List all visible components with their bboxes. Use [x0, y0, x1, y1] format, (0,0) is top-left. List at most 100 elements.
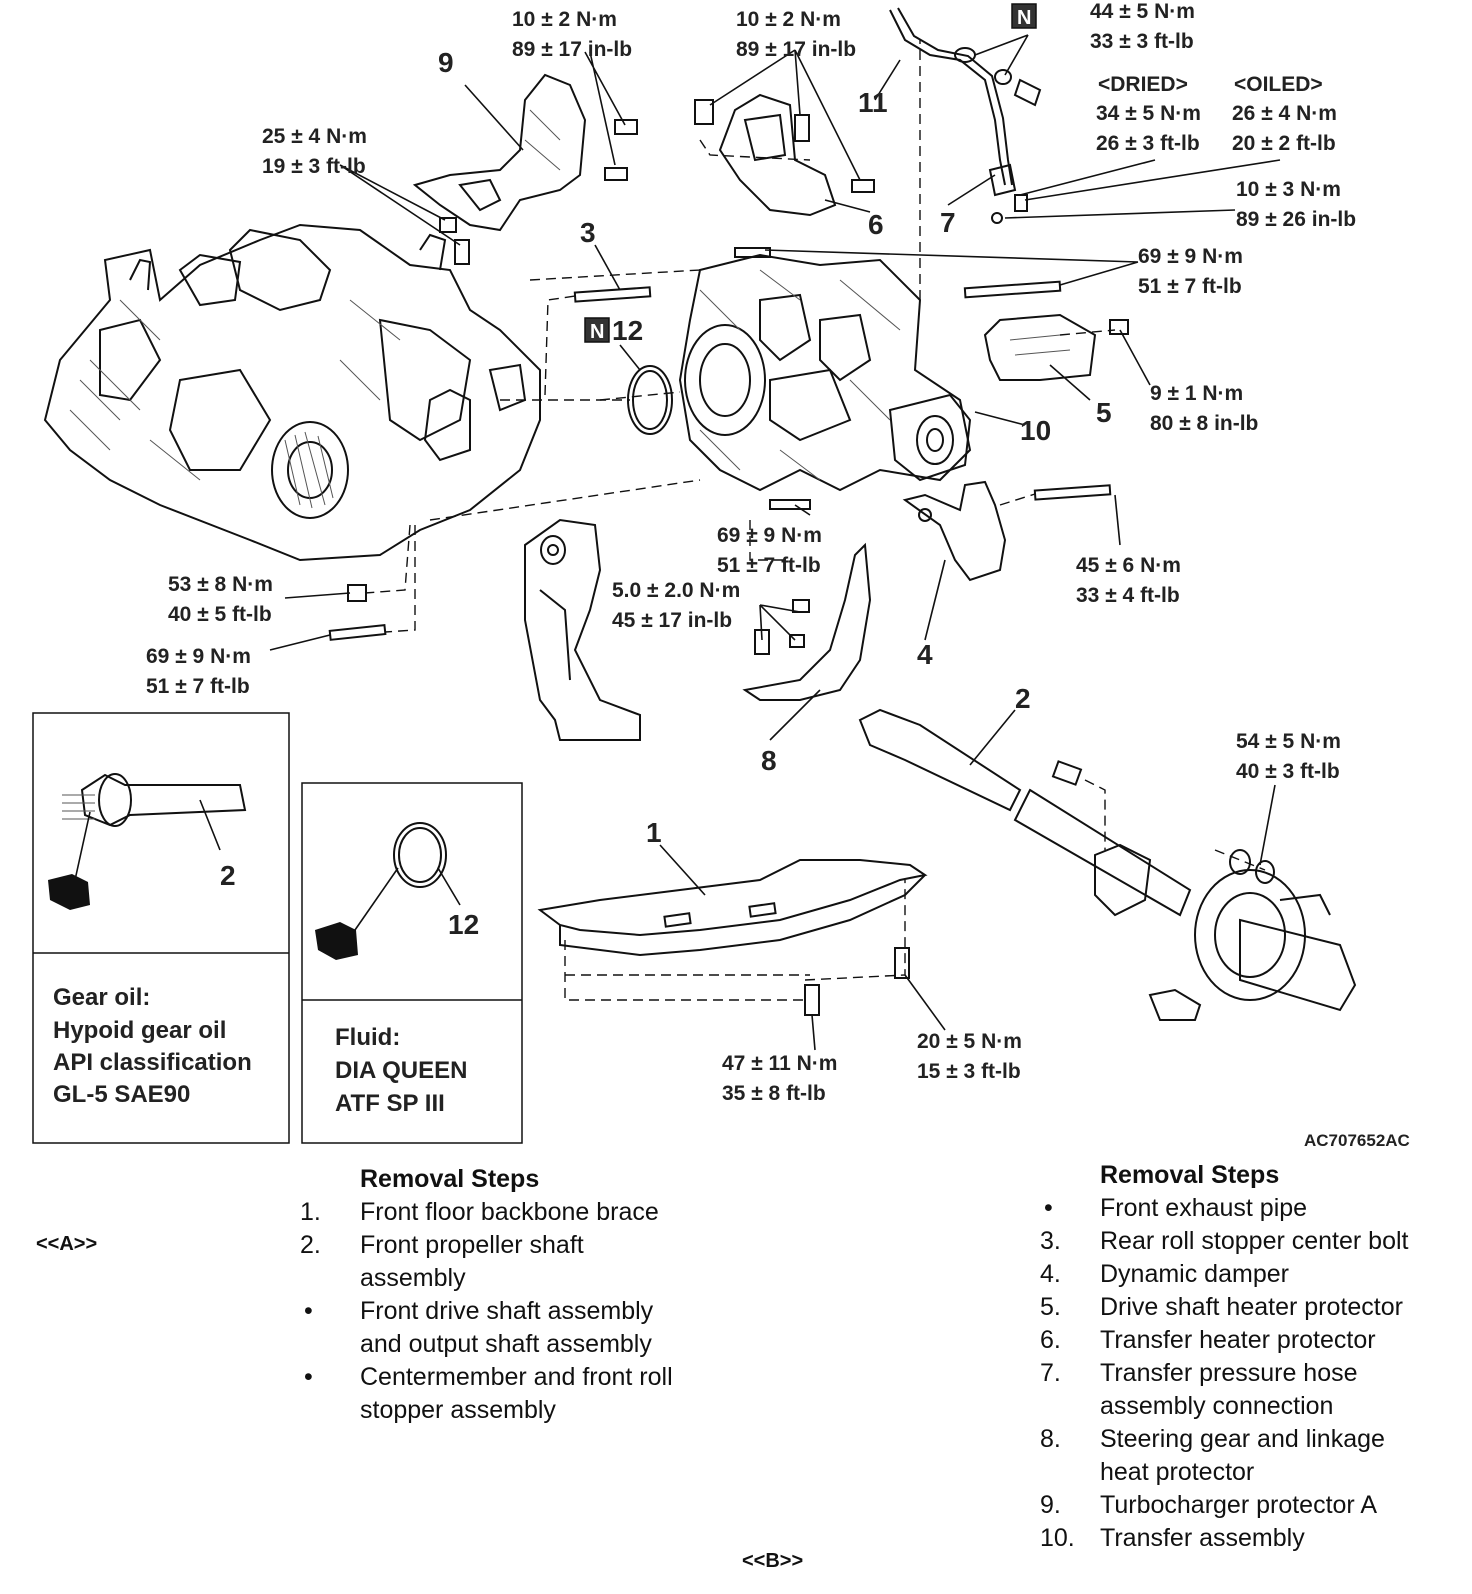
propeller-shaft-drawing	[858, 708, 1357, 1021]
torque-label: 53 ± 8 N·m	[168, 573, 273, 596]
callout-6: 6	[868, 209, 884, 240]
removal-steps-left: Removal Steps 1.Front floor backbone bra…	[300, 1163, 740, 1427]
torque-label: 15 ± 3 ft-lb	[917, 1060, 1021, 1083]
torque-label: 89 ± 26 in-lb	[1236, 208, 1356, 231]
step-item: •Front drive shaft assembly and output s…	[304, 1297, 654, 1358]
torque-label: 9 ± 1 N·m	[1150, 382, 1243, 405]
service-point-b-label: <<B>>	[742, 1550, 804, 1572]
torque-label: 35 ± 8 ft-lb	[722, 1082, 826, 1105]
steering-heat-protector-drawing	[742, 542, 872, 701]
torque-specs: 10 ± 2 N·m 89 ± 17 in-lb 10 ± 2 N·m 89 ±…	[146, 0, 1356, 1105]
figure-id: AC707652AC	[1304, 1131, 1410, 1150]
torque-label: 80 ± 8 in-lb	[1150, 412, 1258, 435]
torque-label: 20 ± 2 ft-lb	[1232, 132, 1336, 155]
torque-label: 5.0 ± 2.0 N·m	[612, 579, 740, 602]
n-mark-label: N	[590, 321, 604, 343]
assembly-lines	[364, 40, 1266, 1001]
oiled-heading: <OILED>	[1234, 73, 1323, 96]
torque-label: 69 ± 9 N·m	[717, 524, 822, 547]
new-part-mark: N	[1011, 3, 1037, 29]
removal-steps-title: Removal Steps	[1100, 1161, 1280, 1189]
callout-11: 11	[858, 87, 888, 118]
torque-label: 45 ± 17 in-lb	[612, 609, 732, 632]
turbocharger-protector-drawing	[412, 73, 587, 232]
step-item: 6.Transfer heater protector	[1040, 1326, 1376, 1354]
leader-lines	[269, 34, 1281, 1051]
fluid-inset: 12 Fluid: DIA QUEEN ATF SP III	[301, 782, 523, 1144]
torque-label: 40 ± 3 ft-lb	[1236, 760, 1340, 783]
service-point-b: <<B>>	[742, 1550, 803, 1573]
new-part-mark: N	[584, 317, 610, 343]
callout-8: 8	[761, 745, 777, 776]
step-item: 10.Transfer assembly	[1040, 1524, 1305, 1552]
step-item: 9.Turbocharger protector A	[1040, 1491, 1377, 1519]
callout-5: 5	[1096, 397, 1112, 428]
torque-label: 34 ± 5 N·m	[1096, 102, 1201, 125]
torque-label: 33 ± 4 ft-lb	[1076, 584, 1180, 607]
dynamic-damper-drawing	[902, 480, 1007, 582]
step-item: 5.Drive shaft heater protector	[1040, 1293, 1403, 1321]
torque-label: 51 ± 7 ft-lb	[1138, 275, 1242, 298]
callout-numbers: 9 3 11 6 7 12 5 10 4 8 2 1	[438, 47, 1112, 848]
torque-label: 10 ± 2 N·m	[736, 8, 841, 31]
torque-label: 69 ± 9 N·m	[146, 645, 251, 668]
n-mark-label: N	[1017, 7, 1031, 29]
callout-2: 2	[1015, 683, 1031, 714]
torque-label: 10 ± 3 N·m	[1236, 178, 1341, 201]
pressure-hose-drawing	[889, 7, 1042, 197]
removal-steps-title: Removal Steps	[360, 1165, 540, 1193]
fluid-line: DIA QUEEN	[335, 1057, 467, 1084]
callout-4: 4	[917, 639, 933, 670]
step-item: 1.Front floor backbone brace	[300, 1198, 659, 1226]
callout-1: 1	[646, 817, 662, 848]
fluid-line: ATF SP III	[335, 1090, 445, 1117]
torque-label: 47 ± 11 N·m	[722, 1052, 837, 1075]
transfer-assembly-drawing	[678, 253, 972, 492]
transaxle-drawing	[43, 223, 541, 562]
fluid-line: Fluid:	[335, 1024, 400, 1051]
torque-label: 10 ± 2 N·m	[512, 8, 617, 31]
torque-label: 51 ± 7 ft-lb	[146, 675, 250, 698]
gear-oil-line: API classification	[53, 1049, 252, 1076]
gear-oil-inset: 2 Gear oil: Hypoid gear oil API classifi…	[32, 712, 290, 1144]
torque-label: 54 ± 5 N·m	[1236, 730, 1341, 753]
callout-3: 3	[580, 217, 596, 248]
torque-label: 20 ± 5 N·m	[917, 1030, 1022, 1053]
torque-label: 89 ± 17 in-lb	[512, 38, 632, 61]
roll-stopper-bracket-drawing	[524, 518, 641, 741]
callout-9: 9	[438, 47, 454, 78]
step-item: 7.Transfer pressure hose assembly connec…	[1040, 1359, 1358, 1420]
step-item: 2.Front propeller shaft assembly	[300, 1231, 584, 1292]
o-ring-drawing	[627, 365, 673, 435]
torque-label: 19 ± 3 ft-lb	[262, 155, 366, 178]
torque-label: 69 ± 9 N·m	[1138, 245, 1243, 268]
step-item: 4.Dynamic damper	[1040, 1260, 1289, 1288]
gear-oil-line: Hypoid gear oil	[53, 1017, 226, 1044]
torque-label: 45 ± 6 N·m	[1076, 554, 1181, 577]
torque-label: 26 ± 3 ft-lb	[1096, 132, 1200, 155]
step-item: 8.Steering gear and linkage heat protect…	[1040, 1425, 1385, 1486]
dried-heading: <DRIED>	[1098, 73, 1188, 96]
callout-10: 10	[1020, 415, 1051, 446]
torque-label: 25 ± 4 N·m	[262, 125, 367, 148]
step-item: •Front exhaust pipe	[1044, 1194, 1308, 1222]
torque-label: 89 ± 17 in-lb	[736, 38, 856, 61]
torque-label: 33 ± 3 ft-lb	[1090, 30, 1194, 53]
step-item: •Centermember and front roll stopper ass…	[304, 1363, 673, 1424]
transfer-heater-protector-drawing	[718, 93, 837, 217]
drive-shaft-heater-protector-drawing	[983, 313, 1097, 381]
service-point-a: <<A>>	[36, 1233, 97, 1256]
callout-12: 12	[612, 315, 643, 346]
torque-label: 40 ± 5 ft-lb	[168, 603, 272, 626]
service-point-a-label: <<A>>	[36, 1233, 98, 1255]
torque-label: 44 ± 5 N·m	[1090, 0, 1195, 23]
torque-label: 26 ± 4 N·m	[1232, 102, 1337, 125]
gear-oil-line: GL-5 SAE90	[53, 1081, 190, 1108]
removal-steps-right: Removal Steps •Front exhaust pipe 3.Rear…	[1040, 1159, 1470, 1555]
gear-oil-line: Gear oil:	[53, 984, 150, 1011]
backbone-brace-drawing	[537, 859, 928, 957]
callout-7: 7	[940, 207, 956, 238]
callout-2-inset: 2	[220, 860, 236, 891]
bolts-drawing	[328, 99, 1129, 1016]
